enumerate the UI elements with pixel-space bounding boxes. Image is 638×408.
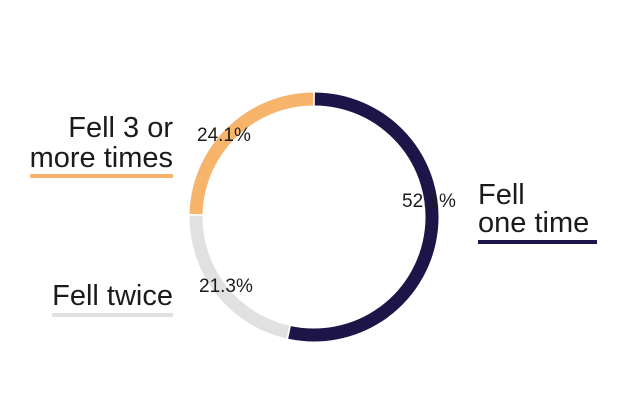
value-label-fell-3-or-more: 24.1% — [197, 125, 251, 146]
legend-item-fell-twice: Fell twice — [52, 280, 173, 317]
legend-item-fell-3-or-more: Fell 3 or more times — [30, 112, 173, 178]
legend-label-line: Fell 3 or — [68, 112, 173, 144]
legend-underline — [52, 313, 173, 317]
value-label-fell-one-time: 52.1% — [402, 191, 456, 212]
legend-underline — [478, 240, 597, 244]
legend-item-fell-one-time: Fell one time — [478, 179, 597, 244]
legend-label-line: Fell twice — [52, 280, 173, 312]
legend-label-line: Fell — [478, 179, 525, 211]
legend-underline — [30, 174, 173, 178]
ring-segment-fell-twice — [189, 215, 290, 339]
legend-label-line: one time — [478, 207, 589, 239]
ring-segment-fell-3-or-more — [189, 92, 314, 215]
ring-segments — [189, 92, 439, 342]
legend-label-line: more times — [30, 142, 173, 174]
value-label-fell-twice: 21.3% — [199, 276, 253, 297]
ring-segment-fell-one-time — [288, 92, 439, 342]
